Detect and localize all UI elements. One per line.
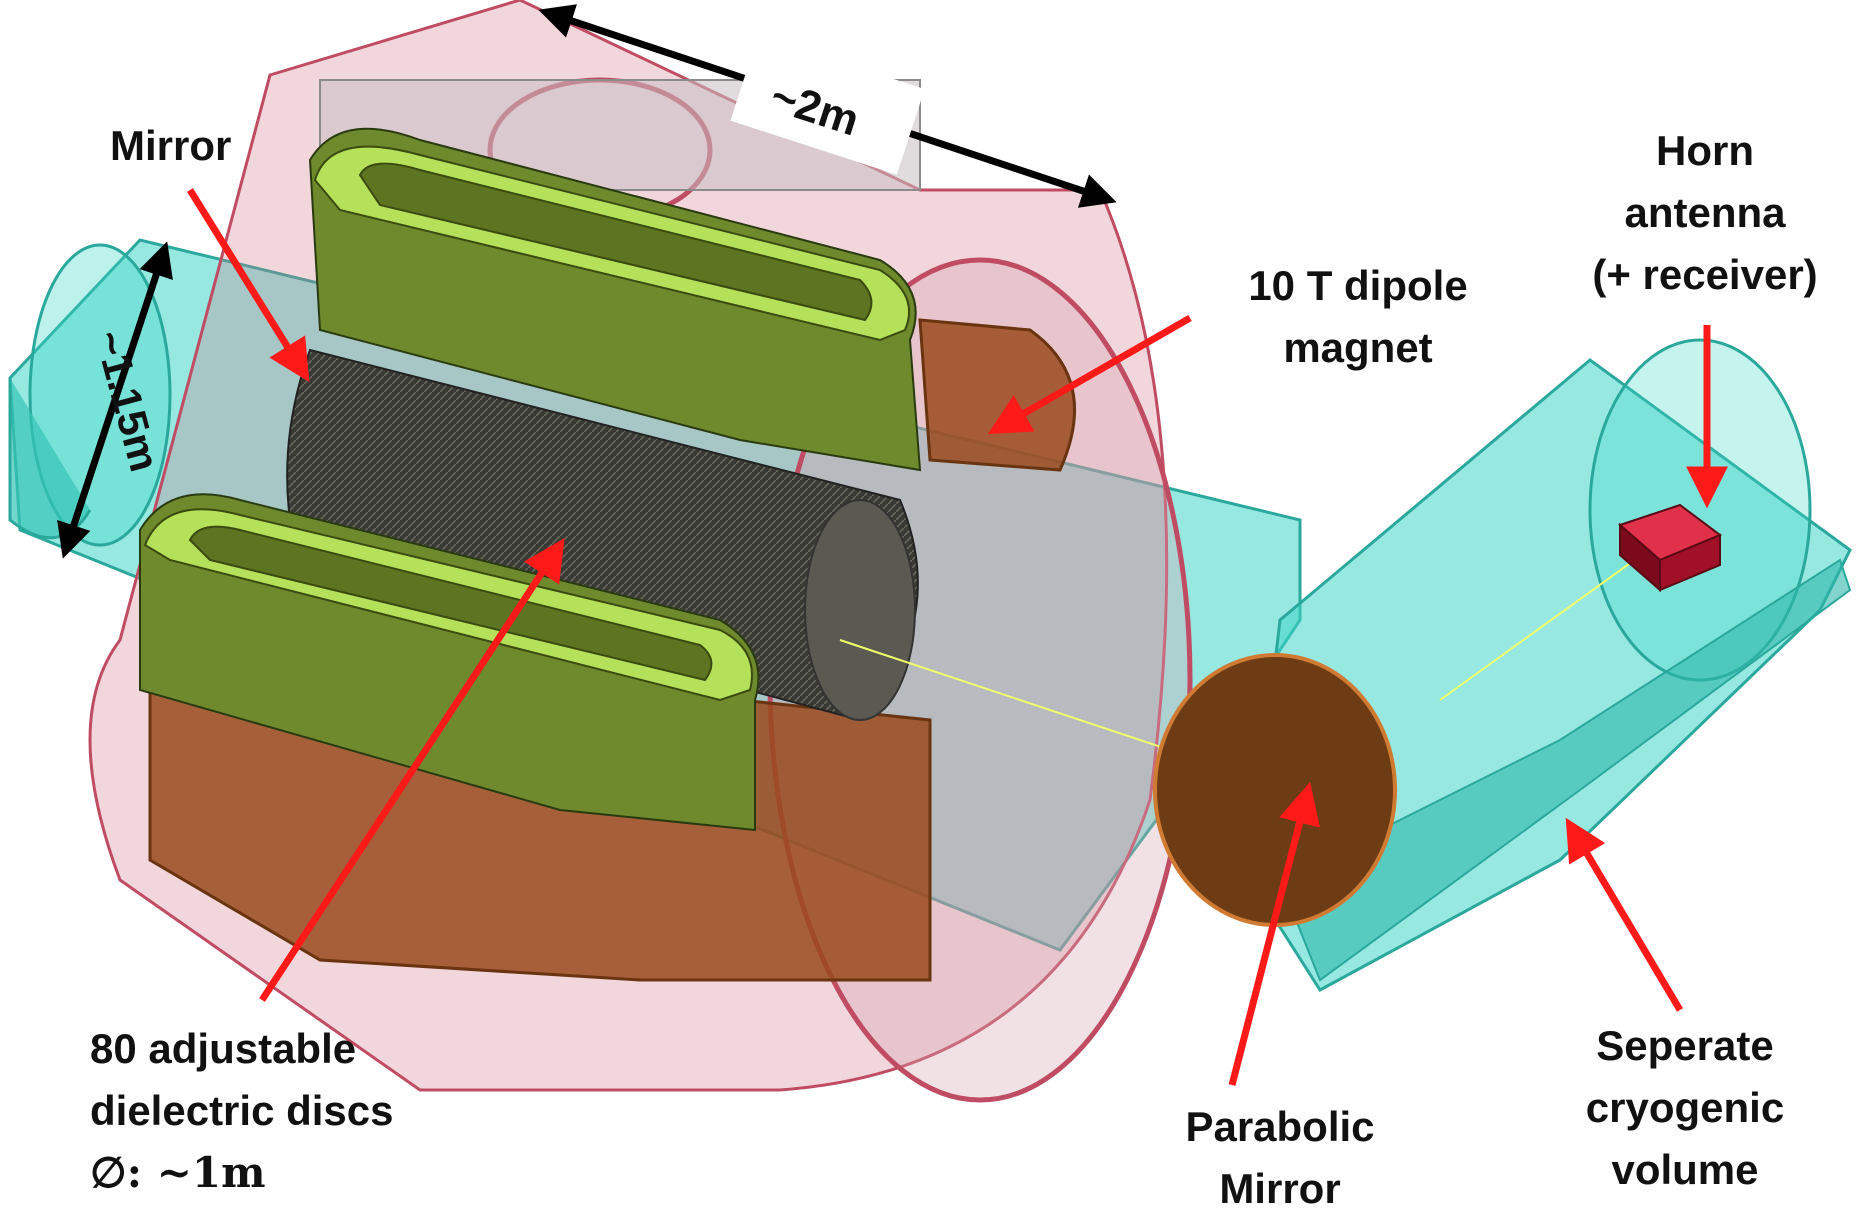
parabolic-label-line2: Mirror bbox=[1219, 1165, 1341, 1212]
cryo-label-line1: Seperate bbox=[1596, 1022, 1774, 1069]
dipole-magnet-label: 10 T dipole magnet bbox=[1228, 255, 1488, 379]
cryogenic-volume-label: Seperate cryogenic volume bbox=[1560, 1015, 1810, 1201]
discs-pointer-arrow bbox=[259, 537, 565, 1002]
discs-label-line2: dielectric discs bbox=[90, 1087, 394, 1134]
upper-dipole-coil bbox=[308, 127, 922, 472]
parabolic-mirror bbox=[1153, 653, 1397, 927]
parabolic-mirror-label: Parabolic Mirror bbox=[1140, 1096, 1420, 1220]
dielectric-discs-label: 80 adjustable dielectric discs ∅: ~1m bbox=[90, 1018, 470, 1204]
mirror-pointer-arrow bbox=[187, 188, 310, 383]
lower-dipole-coil bbox=[139, 493, 760, 832]
dipole-pointer-arrow bbox=[987, 314, 1192, 435]
cryo-label-line3: volume bbox=[1611, 1146, 1759, 1193]
diameter-dimension-arrow bbox=[57, 241, 173, 559]
horn-label-line2: antenna bbox=[1624, 189, 1786, 236]
horn-antenna bbox=[1618, 503, 1722, 593]
cryo-label-line2: cryogenic bbox=[1585, 1084, 1785, 1131]
horn-label-line3: (+ receiver) bbox=[1592, 251, 1818, 298]
dipole-label-line2: magnet bbox=[1283, 324, 1433, 371]
dipole-label-line1: 10 T dipole bbox=[1248, 262, 1468, 309]
horn-antenna-label: Horn antenna (+ receiver) bbox=[1555, 120, 1855, 306]
discs-label-line1: 80 adjustable bbox=[90, 1025, 357, 1072]
parabolic-pointer-arrow bbox=[1228, 781, 1320, 1086]
parabolic-label-line1: Parabolic bbox=[1185, 1103, 1375, 1150]
separate-cryogenic-tube bbox=[1248, 338, 1852, 992]
horn-label-line1: Horn bbox=[1656, 127, 1754, 174]
cryo-pointer-arrow bbox=[1565, 817, 1684, 1012]
mirror-label: Mirror bbox=[110, 122, 232, 169]
discs-label-line3: ∅: ~1m bbox=[90, 1148, 266, 1197]
